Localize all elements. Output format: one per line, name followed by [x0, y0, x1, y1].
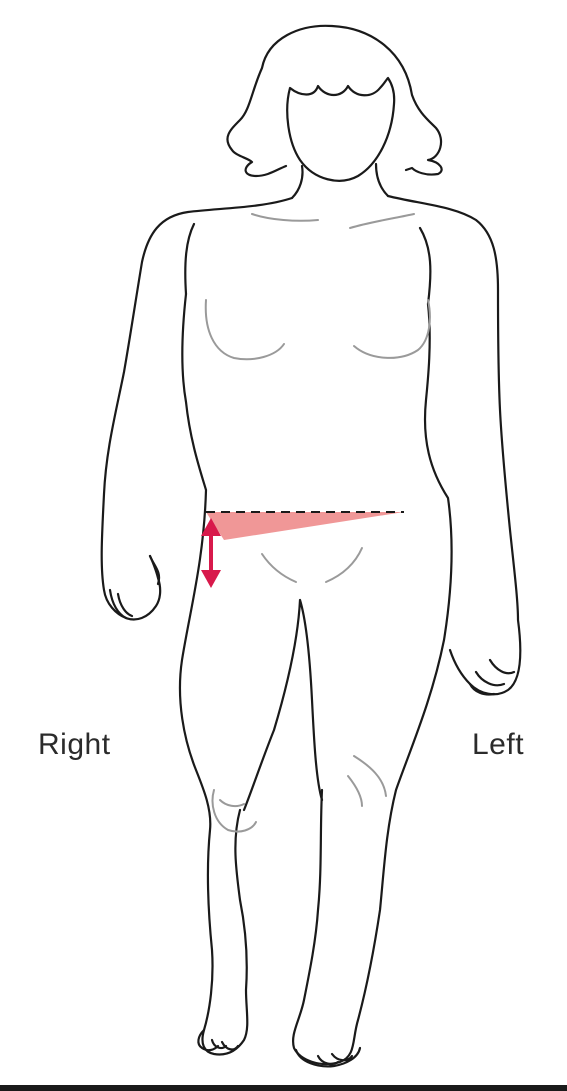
face-outline — [287, 78, 394, 181]
collarbone-lines — [252, 214, 414, 228]
inner-leg-outline — [244, 600, 322, 810]
hand-right-fingers — [110, 556, 159, 618]
knee-lines-left — [348, 756, 386, 806]
breast-lines — [206, 300, 430, 359]
hair-outline — [227, 26, 441, 176]
label-right: Right — [38, 728, 111, 762]
inner-arm-right — [185, 224, 194, 294]
body-outline-right-side — [102, 198, 292, 1054]
label-left: Left — [472, 728, 524, 762]
body-outline-left-side — [293, 196, 520, 1064]
inner-arm-left — [420, 228, 430, 304]
bottom-border — [0, 1085, 567, 1091]
pelvis-lines — [262, 548, 362, 582]
pelvic-tilt-shading — [206, 512, 404, 540]
